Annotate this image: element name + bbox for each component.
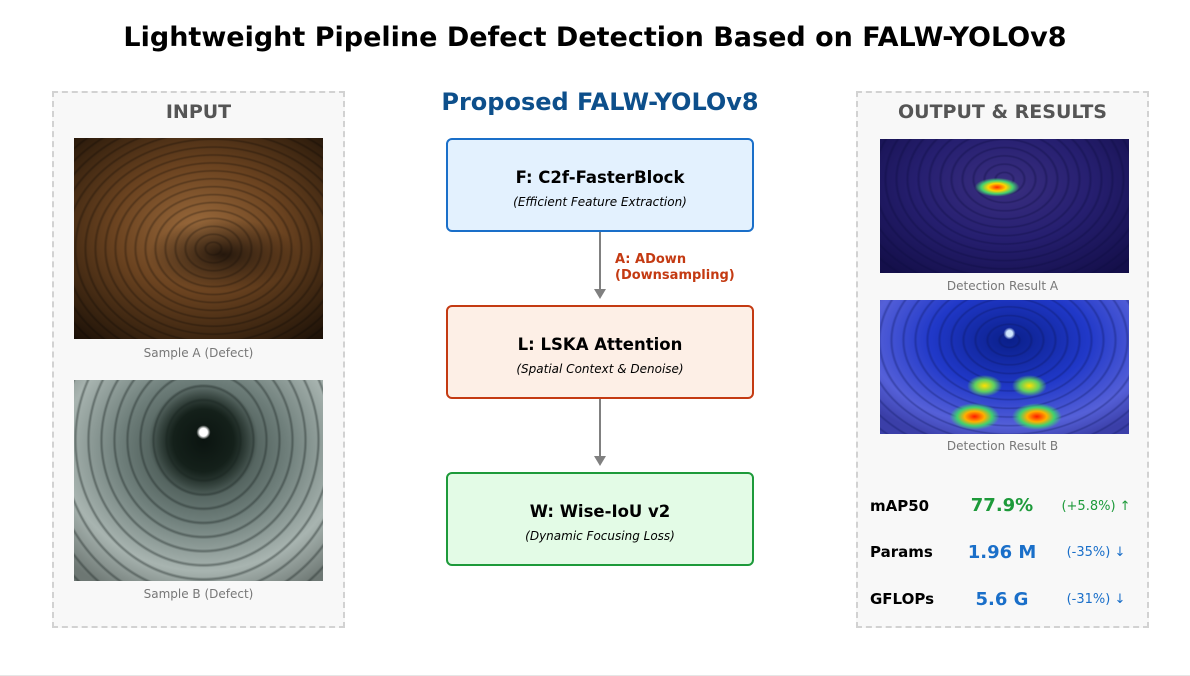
metric-params-value: 1.96 M [967,542,1037,563]
sample-b-image [74,380,323,581]
sample-a-caption: Sample A (Defect) [143,346,254,360]
block-faster-sub: (Efficient Feature Extraction) [513,195,687,209]
adown-label-line2: (Downsampling) [615,268,735,283]
model-title: Proposed FALW-YOLOv8 [441,88,759,116]
block-lska: L: LSKA Attention (Spatial Context & Den… [446,305,754,399]
input-panel: INPUT Sample A (Defect) Sample B (Defect… [52,91,345,628]
metric-map50-label: mAP50 [870,497,930,515]
sample-a-image [74,138,323,339]
arrow-f-to-l-line [599,232,601,290]
arrow-f-to-l-head [594,289,606,299]
adown-label: A: ADown (Downsampling) [615,252,735,284]
detection-result-b-caption: Detection Result B [946,439,1059,453]
page-title: Lightweight Pipeline Defect Detection Ba… [123,22,1067,53]
block-faster-name: F: C2f-FasterBlock [515,168,685,187]
arrow-l-to-w-head [594,456,606,466]
metric-map50-delta: (+5.8%) ↑ [1061,499,1131,514]
sample-b-caption: Sample B (Defect) [143,587,254,601]
detection-result-a-image [880,139,1129,273]
block-faster: F: C2f-FasterBlock (Efficient Feature Ex… [446,138,754,232]
adown-label-line1: A: ADown [615,252,687,267]
block-wiou: W: Wise-IoU v2 (Dynamic Focusing Loss) [446,472,754,566]
block-lska-name: L: LSKA Attention [517,335,683,354]
output-panel: OUTPUT & RESULTS Detection Result A Dete… [856,91,1149,628]
detection-result-a-caption: Detection Result A [946,279,1059,293]
block-wiou-name: W: Wise-IoU v2 [529,502,671,521]
block-wiou-sub: (Dynamic Focusing Loss) [525,529,675,543]
metric-gflops-delta: (-31%) ↓ [1066,592,1126,607]
input-panel-title: INPUT [165,101,232,123]
metric-map50-value: 77.9% [970,495,1034,516]
metric-params-label: Params [870,543,933,561]
metric-gflops-value: 5.6 G [975,589,1029,610]
arrow-l-to-w-line [599,399,601,457]
output-panel-title: OUTPUT & RESULTS [898,101,1107,123]
metric-params-delta: (-35%) ↓ [1066,545,1126,560]
metric-gflops-label: GFLOPs [870,590,934,608]
block-lska-sub: (Spatial Context & Denoise) [516,362,684,376]
detection-result-b-image [880,300,1129,434]
